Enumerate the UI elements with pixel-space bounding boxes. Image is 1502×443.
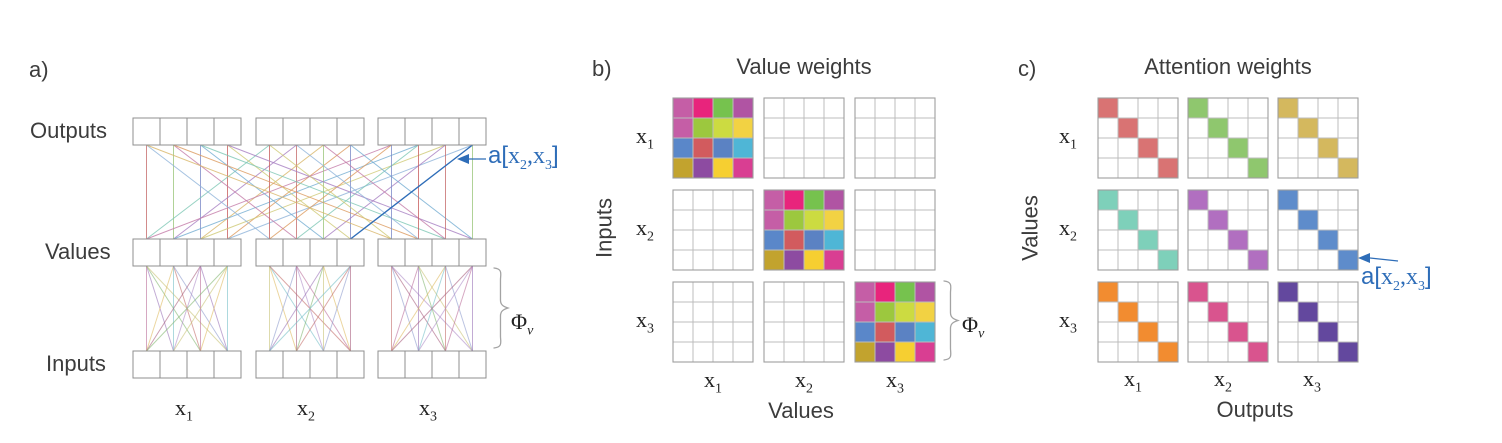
highlighted-attention-line [350, 144, 473, 240]
panel-c-col-x3-label: x3 [1303, 366, 1321, 396]
panel-b-tag: b) [592, 56, 612, 81]
panel-c-title: Attention weights [1144, 54, 1312, 79]
value-projection-lines [146, 265, 473, 352]
input-boxes [132, 350, 487, 379]
panel-c-col-x2-label: x2 [1214, 366, 1232, 396]
panel-a-x1-label: x1 [175, 395, 193, 425]
panel-b-row-x2-label: x2 [636, 215, 654, 245]
value-boxes [132, 238, 487, 267]
attention-lines [146, 144, 473, 240]
panel-b-row-x1-label: x1 [636, 123, 654, 153]
panel-c-row-x2-label: x2 [1059, 215, 1077, 245]
panel-a-annotation-arrow [457, 154, 486, 164]
panel-a-tag: a) [29, 57, 49, 82]
panel-b-title: Value weights [736, 54, 872, 79]
panel-a-x2-label: x2 [297, 395, 315, 425]
value-weight-matrices [672, 97, 936, 363]
inputs-row-label: Inputs [46, 351, 106, 376]
panel-c-x-axis-label: Outputs [1216, 397, 1294, 422]
panel-b-phi-v-label: Φv [962, 312, 985, 342]
panel-b-row-x3-label: x3 [636, 307, 654, 337]
panel-b-x-axis-label: Values [768, 398, 834, 423]
values-row-label: Values [45, 239, 111, 264]
panel-b-y-axis-label: Inputs [591, 198, 617, 258]
outputs-row-label: Outputs [30, 118, 108, 143]
panel-a-attention-annotation: a[x2,x3] [488, 142, 559, 173]
panel-c-tag: c) [1018, 56, 1037, 81]
panel-b-col-x3-label: x3 [886, 367, 904, 397]
panel-a-x3-label: x3 [419, 395, 437, 425]
panel-a-phi-v-label: Φv [511, 309, 534, 339]
panel-c-row-x3-label: x3 [1059, 307, 1077, 337]
panel-c-y-axis-label: Values [1017, 195, 1043, 261]
panel-a-phi-brace [493, 267, 511, 349]
attention-weight-matrices [1097, 97, 1359, 363]
panel-c-annotation-arrow [1358, 253, 1399, 263]
output-boxes [132, 117, 487, 146]
panel-c-col-x1-label: x1 [1124, 366, 1142, 396]
panel-b-phi-brace [943, 280, 961, 361]
panel-b-col-x1-label: x1 [704, 367, 722, 397]
panel-c-attention-annotation: a[x2,x3] [1361, 263, 1432, 294]
panel-b-col-x2-label: x2 [795, 367, 813, 397]
panel-c-row-x1-label: x1 [1059, 123, 1077, 153]
